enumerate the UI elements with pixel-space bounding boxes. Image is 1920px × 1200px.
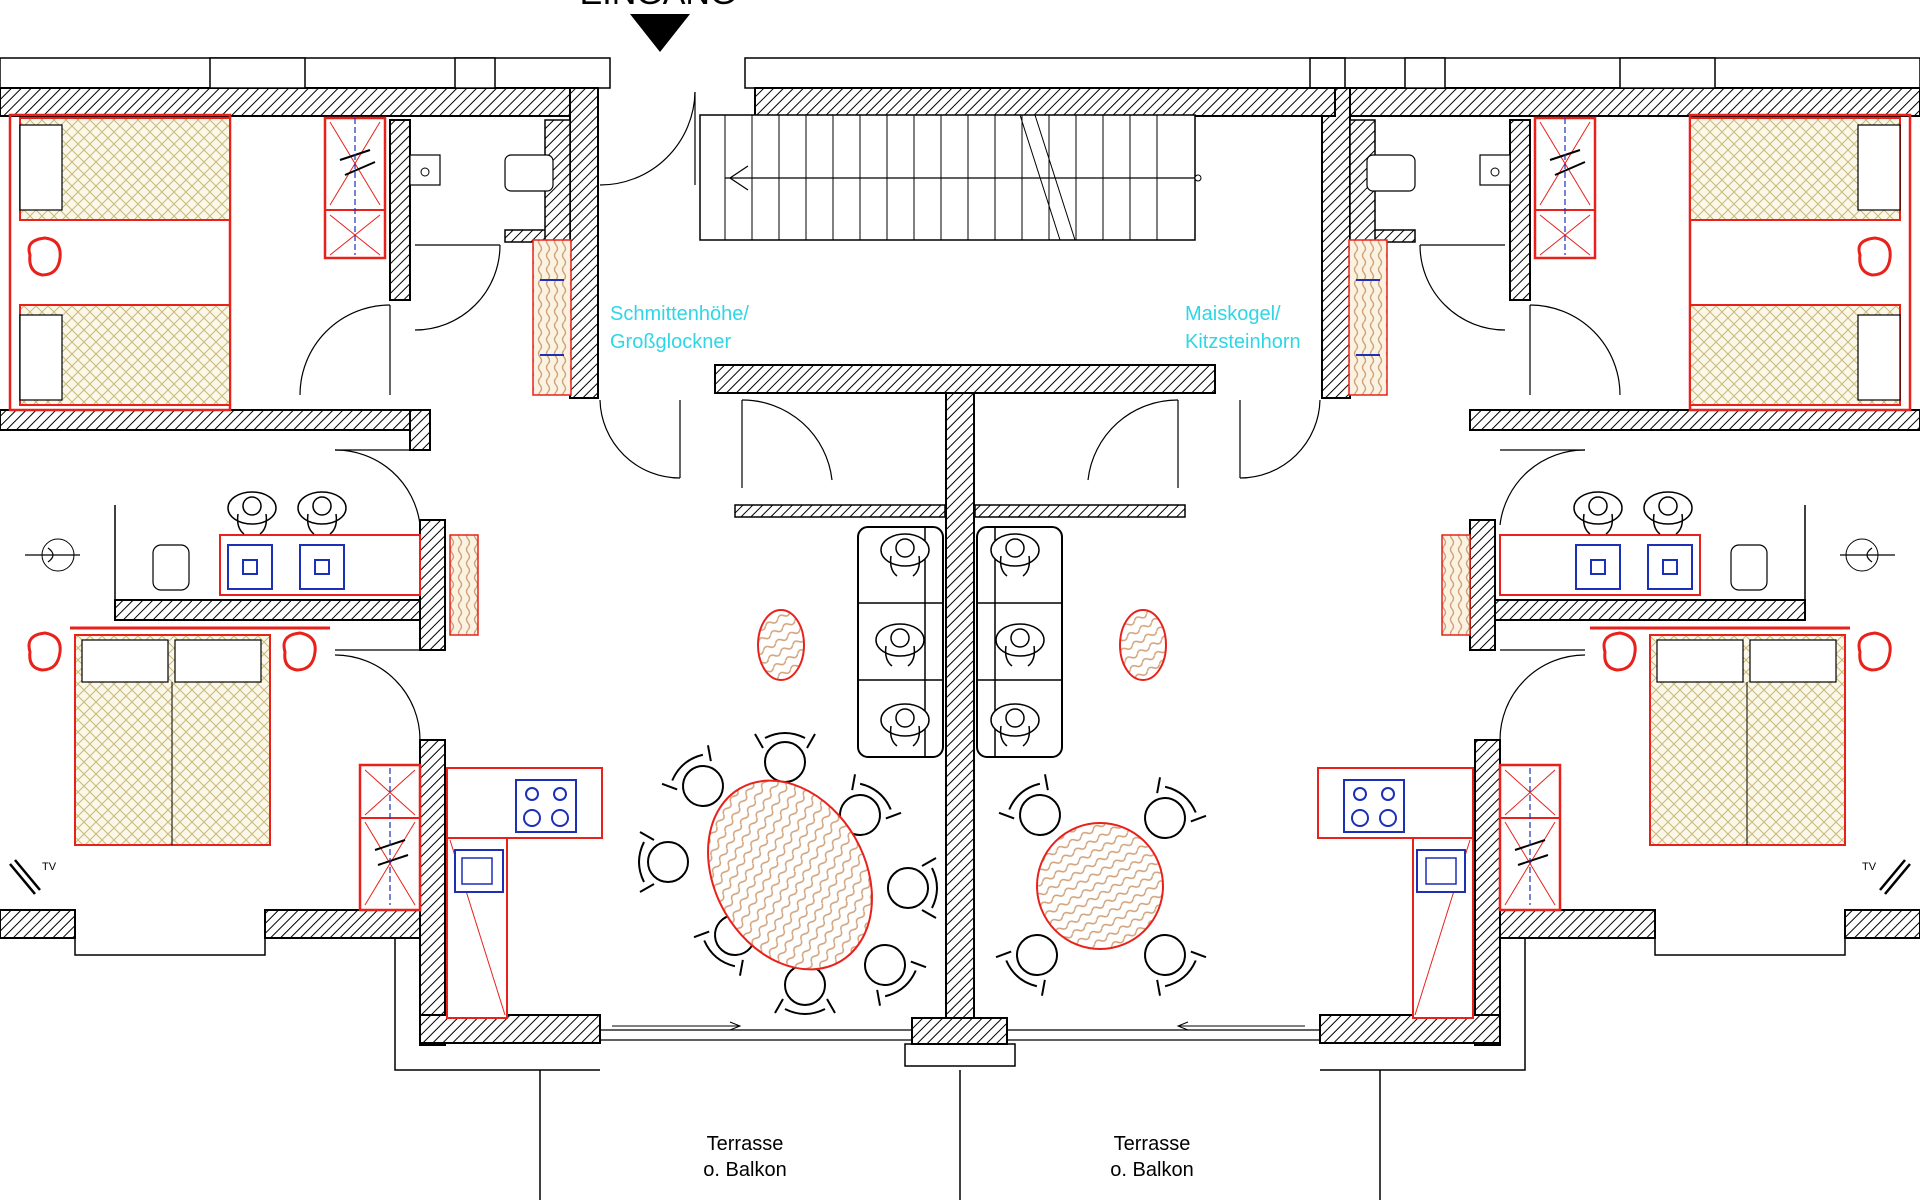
terrace-label-right-1: Terrasse — [1114, 1133, 1191, 1155]
staircase — [699, 114, 1202, 241]
sink-icon — [1479, 154, 1511, 186]
tv-label-left: TV — [42, 861, 57, 873]
sofa-right — [976, 526, 1063, 758]
sink-icon — [299, 544, 345, 590]
toilet-icon — [504, 154, 554, 192]
sink-icon — [1647, 544, 1693, 590]
armchair-icon — [1857, 631, 1892, 672]
bedroom-double-right: TV — [1498, 626, 1911, 912]
toilet-icon — [1730, 544, 1768, 591]
armchair-icon — [282, 631, 317, 672]
kitchen-left — [446, 767, 603, 1019]
sofa-left — [857, 526, 944, 758]
armchair-icon — [1602, 631, 1637, 672]
sink-icon — [409, 154, 441, 186]
chair-icon — [754, 732, 816, 783]
sink-icon — [454, 849, 504, 893]
terrace-label-left-2: o. Balkon — [703, 1159, 786, 1181]
shower-icon — [25, 547, 80, 563]
dining-table-left — [707, 779, 873, 971]
side-table-left — [757, 609, 805, 681]
person-icon — [1573, 491, 1623, 535]
walls-right-unit — [1309, 57, 1920, 1071]
walls-center — [600, 57, 1346, 1067]
bedroom-double-left: TV — [9, 626, 422, 912]
toilet-icon — [1366, 154, 1416, 192]
room-label-left-2: Großglockner — [610, 331, 731, 353]
armchair-icon — [27, 631, 62, 672]
entrance-label: EINGANG — [580, 0, 737, 12]
kitchen-right — [1317, 767, 1474, 1019]
wood-panel-left-1 — [532, 239, 572, 396]
room-label-right-1: Maiskogel/ — [1185, 303, 1281, 325]
dining-right — [994, 772, 1208, 998]
person-icon — [297, 491, 347, 535]
walls-left-unit — [0, 57, 611, 1071]
person-icon — [227, 491, 277, 535]
stove-icon — [515, 779, 577, 833]
armchair-icon — [1857, 236, 1892, 277]
chair-icon — [774, 964, 836, 1015]
shower-icon — [1840, 547, 1895, 563]
toilet-icon — [152, 544, 190, 591]
chair-icon — [887, 857, 938, 919]
stove-icon — [1343, 779, 1405, 833]
wood-panel-left-2 — [449, 534, 479, 636]
terraces — [539, 1070, 1381, 1200]
bathroom-right-upper — [1366, 154, 1511, 192]
wood-panel-right-2 — [1441, 534, 1471, 636]
bedroom-twin-right — [1533, 113, 1912, 412]
tv-icon — [9, 859, 41, 895]
bedroom-twin-left — [8, 113, 387, 412]
entrance-arrow-icon — [630, 14, 690, 52]
bathroom-left-middle — [25, 491, 421, 600]
room-label-left-1: Schmittenhöhe/ — [610, 303, 749, 325]
chair-icon — [638, 831, 689, 893]
armchair-icon — [27, 236, 62, 277]
dining-left — [638, 732, 938, 1015]
side-table-right — [1119, 609, 1167, 681]
door-swings — [299, 91, 1621, 741]
person-icon — [1643, 491, 1693, 535]
room-label-right-2: Kitzsteinhorn — [1185, 331, 1301, 353]
sink-icon — [227, 544, 273, 590]
tv-icon — [1879, 859, 1911, 895]
bathroom-right-middle — [1499, 491, 1895, 600]
tv-label-right: TV — [1862, 861, 1877, 873]
wood-panel-right-1 — [1348, 239, 1388, 396]
terrace-label-right-2: o. Balkon — [1110, 1159, 1193, 1181]
terrace-label-left-1: Terrasse — [707, 1133, 784, 1155]
sink-icon — [1416, 849, 1466, 893]
dining-table-right — [1036, 822, 1164, 950]
sink-icon — [1575, 544, 1621, 590]
bathroom-left-upper — [409, 154, 554, 192]
